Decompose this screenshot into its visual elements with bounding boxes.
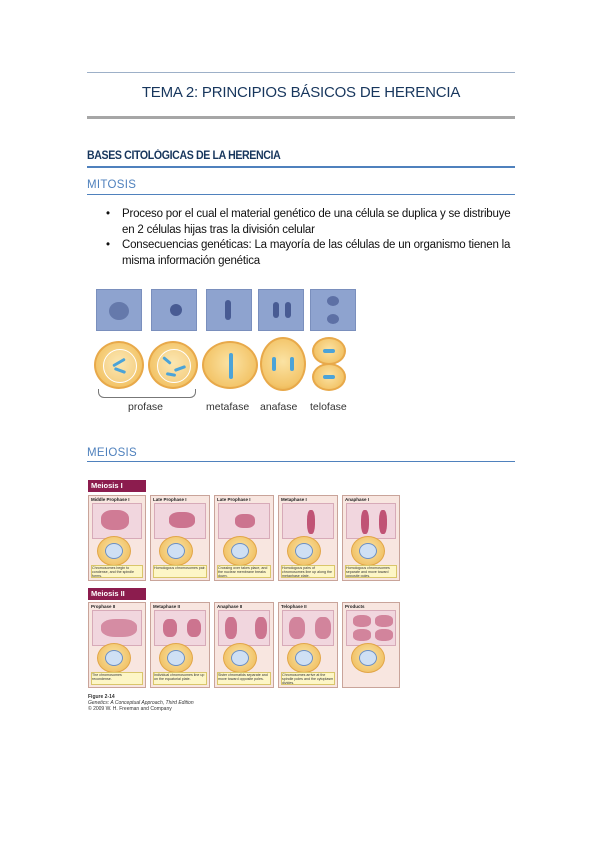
panel-spacer (404, 495, 408, 581)
micrograph (310, 289, 356, 331)
meiosis-ii-banner: Meiosis II (88, 588, 146, 600)
cell-diagram (260, 337, 306, 391)
stage-panel: Anaphase I Homologous chromosomes separa… (342, 495, 400, 581)
phase-label: metafase (206, 401, 250, 413)
micrograph (151, 289, 197, 331)
stage-panel: Late Prophase I Crossing over takes plac… (214, 495, 274, 581)
stage-panel: Metaphase I Homologous pairs of chromoso… (278, 495, 338, 581)
stage-panel: Prophase II The chromosomes recondense. (88, 602, 146, 688)
phase-label: profase (128, 401, 164, 413)
bullet-item: Proceso por el cual el material genético… (106, 207, 518, 238)
micrograph (258, 289, 304, 331)
micrograph (206, 289, 252, 331)
phase-label: anafase (260, 401, 298, 413)
prophase-brace (98, 389, 196, 398)
stage-panel: Products (342, 602, 400, 688)
stage-panel: Metaphase II Individual chromosomes line… (150, 602, 210, 688)
bullet-item: Consecuencias genéticas: La mayoría de l… (106, 238, 518, 269)
meiosis-figure: Meiosis I Middle Prophase I Chromosomes … (88, 480, 408, 720)
mitosis-heading: MITOSIS (87, 179, 137, 191)
cell-diagram (148, 341, 198, 389)
phase-label: telofase (310, 401, 347, 413)
stage-panel: Telophase II Chromosomes arrive at the s… (278, 602, 338, 688)
mitosis-figure: profase metafase anafase telofase (88, 285, 364, 417)
page-title: TEMA 2: PRINCIPIOS BÁSICOS DE HERENCIA (141, 84, 461, 101)
section-rule (87, 166, 515, 168)
cell-diagram (202, 341, 258, 389)
section-heading: BASES CITOLÓGICAS DE LA HERENCIA (87, 150, 281, 162)
cell-diagram (312, 363, 346, 391)
stage-panel: Middle Prophase I Chromosomes begin to c… (88, 495, 146, 581)
cell-diagram (312, 337, 346, 365)
mitosis-bullet-list: Proceso por el cual el material genético… (106, 207, 518, 269)
micrograph (96, 289, 142, 331)
title-rule (87, 116, 515, 119)
top-rule (87, 72, 515, 73)
stage-panel: Anaphase II Sister chromatids separate a… (214, 602, 274, 688)
meiosis-heading: MEIOSIS (87, 447, 138, 459)
cell-diagram (94, 341, 144, 389)
meiosis-i-banner: Meiosis I (88, 480, 146, 492)
stage-panel: Late Prophase I Homologous chromosomes p… (150, 495, 210, 581)
figure-caption: Figure 2-14 Genetics: A Conceptual Appro… (88, 694, 194, 712)
mitosis-rule (87, 194, 515, 195)
meiosis-rule (87, 461, 515, 462)
